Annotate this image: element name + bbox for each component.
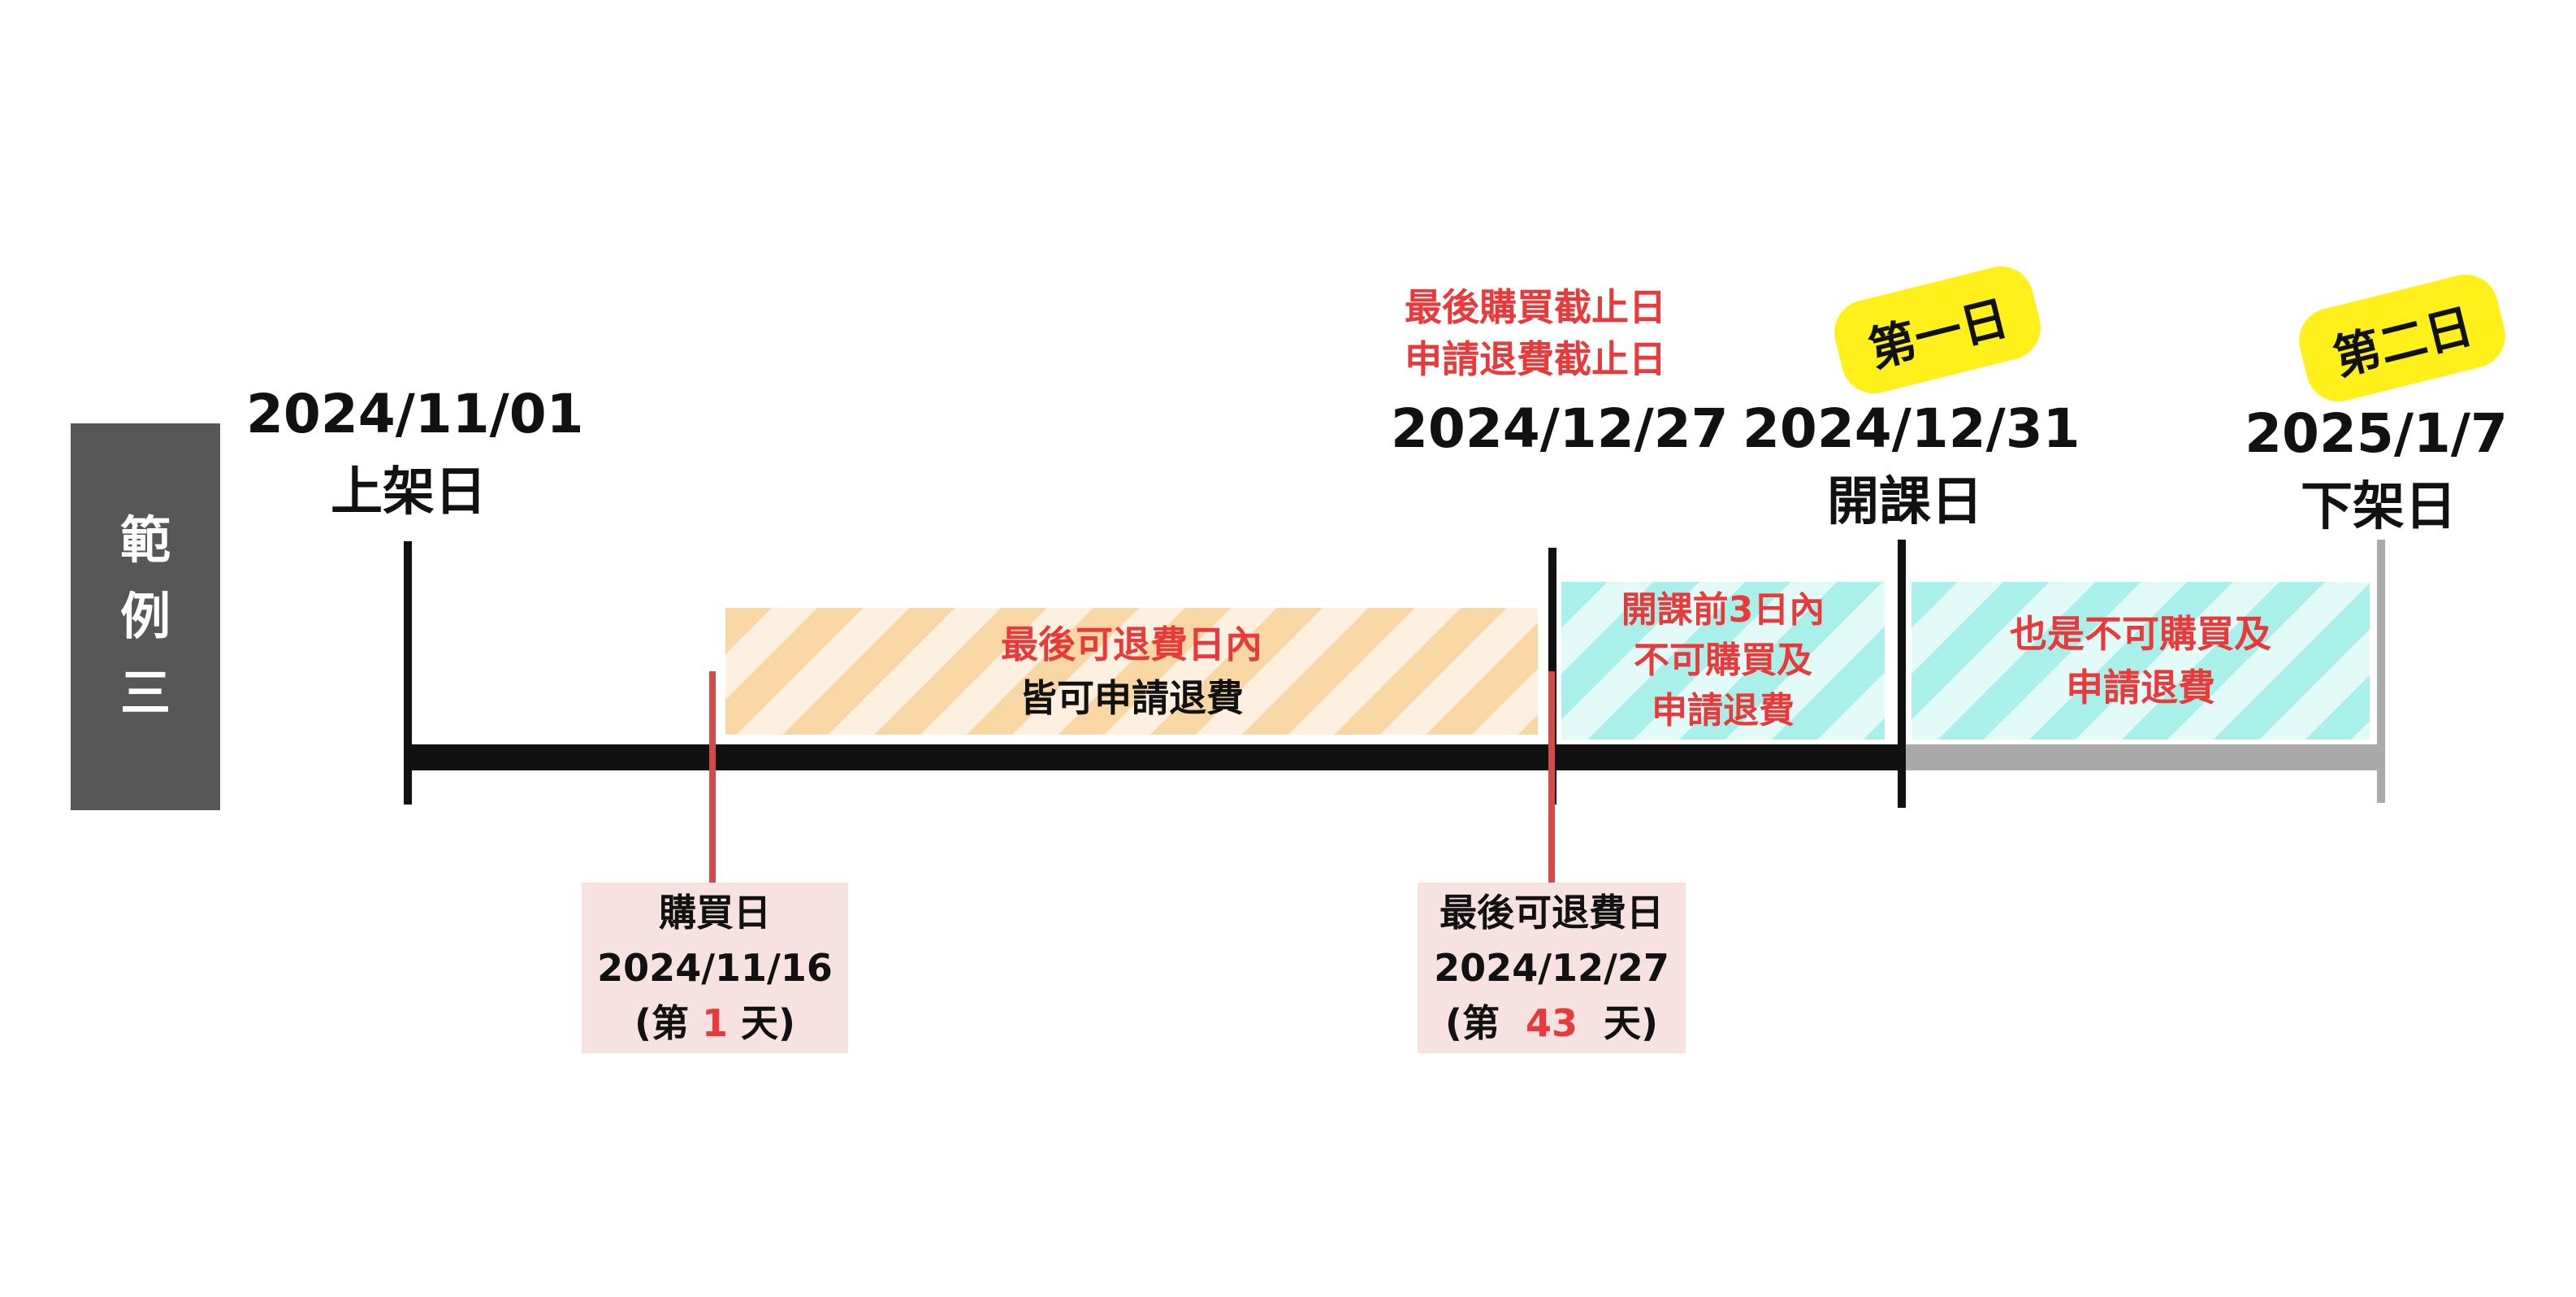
- start-name: 開課日: [1827, 472, 1983, 532]
- after-start-zone: 也是不可購買及 申請退費: [1911, 582, 2370, 740]
- last-refund-box: 最後可退費日 2024/12/27 (第 43 天): [1418, 883, 1686, 1053]
- purchase-box-date: 2024/11/16: [597, 946, 833, 990]
- cutoff-date: 2024/12/27: [1391, 397, 1729, 460]
- listing-date: 2024/11/01: [246, 383, 584, 445]
- last-refund-box-day: (第 43 天): [1445, 996, 1658, 1051]
- day-number: 43: [1525, 1001, 1578, 1045]
- last-refund-box-title: 最後可退費日: [1440, 891, 1664, 935]
- example-label-char: 三: [119, 663, 171, 722]
- pre-start-zone-line: 申請退費: [1652, 690, 1795, 731]
- delist-date: 2025/1/7: [2245, 402, 2508, 465]
- purchase-box-day: (第 1 天): [634, 996, 795, 1051]
- day-two-badge: 第二日: [2292, 267, 2513, 409]
- after-start-zone-line: 也是不可購買及: [2010, 612, 2271, 656]
- day-suffix: 天): [728, 1001, 796, 1045]
- day-number: 1: [701, 1001, 728, 1045]
- pre-start-zone: 開課前3日內 不可購買及 申請退費: [1561, 582, 1885, 740]
- example-label-char: 例: [119, 587, 171, 646]
- refundable-zone-line: 皆可申請退費: [1020, 676, 1244, 720]
- pre-start-zone-line: 不可購買及: [1634, 640, 1812, 681]
- delist-tick: [2377, 540, 2385, 803]
- refundable-zone-line: 最後可退費日內: [1001, 622, 1262, 666]
- delist-name: 下架日: [2301, 477, 2457, 537]
- day-prefix: (第: [634, 1001, 702, 1045]
- listing-tick: [404, 541, 412, 805]
- timeline-bar: [405, 744, 1899, 770]
- pre-start-zone-line: 開課前3日內: [1621, 589, 1825, 631]
- last-refund-marker: [1548, 671, 1555, 884]
- start-tick: [1898, 540, 1906, 808]
- purchase-box-title: 購買日: [659, 891, 771, 935]
- purchase-box: 購買日 2024/11/16 (第 1 天): [582, 883, 848, 1053]
- cutoff-note-purchase: 最後購買截止日: [1405, 285, 1666, 329]
- refundable-zone: 最後可退費日內 皆可申請退費: [725, 608, 1538, 735]
- example-label: 範 例 三: [71, 423, 220, 810]
- start-date: 2024/12/31: [1743, 397, 2080, 460]
- timeline-bar-after-start: [1899, 744, 2381, 770]
- day-one-badge: 第一日: [1827, 259, 2048, 401]
- purchase-marker: [709, 671, 716, 884]
- day-prefix: (第: [1444, 1001, 1526, 1045]
- after-start-zone-line: 申請退費: [2066, 666, 2215, 709]
- listing-name: 上架日: [331, 462, 487, 523]
- day-suffix: 天): [1578, 1001, 1659, 1045]
- cutoff-note-refund: 申請退費截止日: [1405, 337, 1666, 381]
- example-label-char: 範: [119, 510, 171, 570]
- last-refund-box-date: 2024/12/27: [1434, 946, 1669, 990]
